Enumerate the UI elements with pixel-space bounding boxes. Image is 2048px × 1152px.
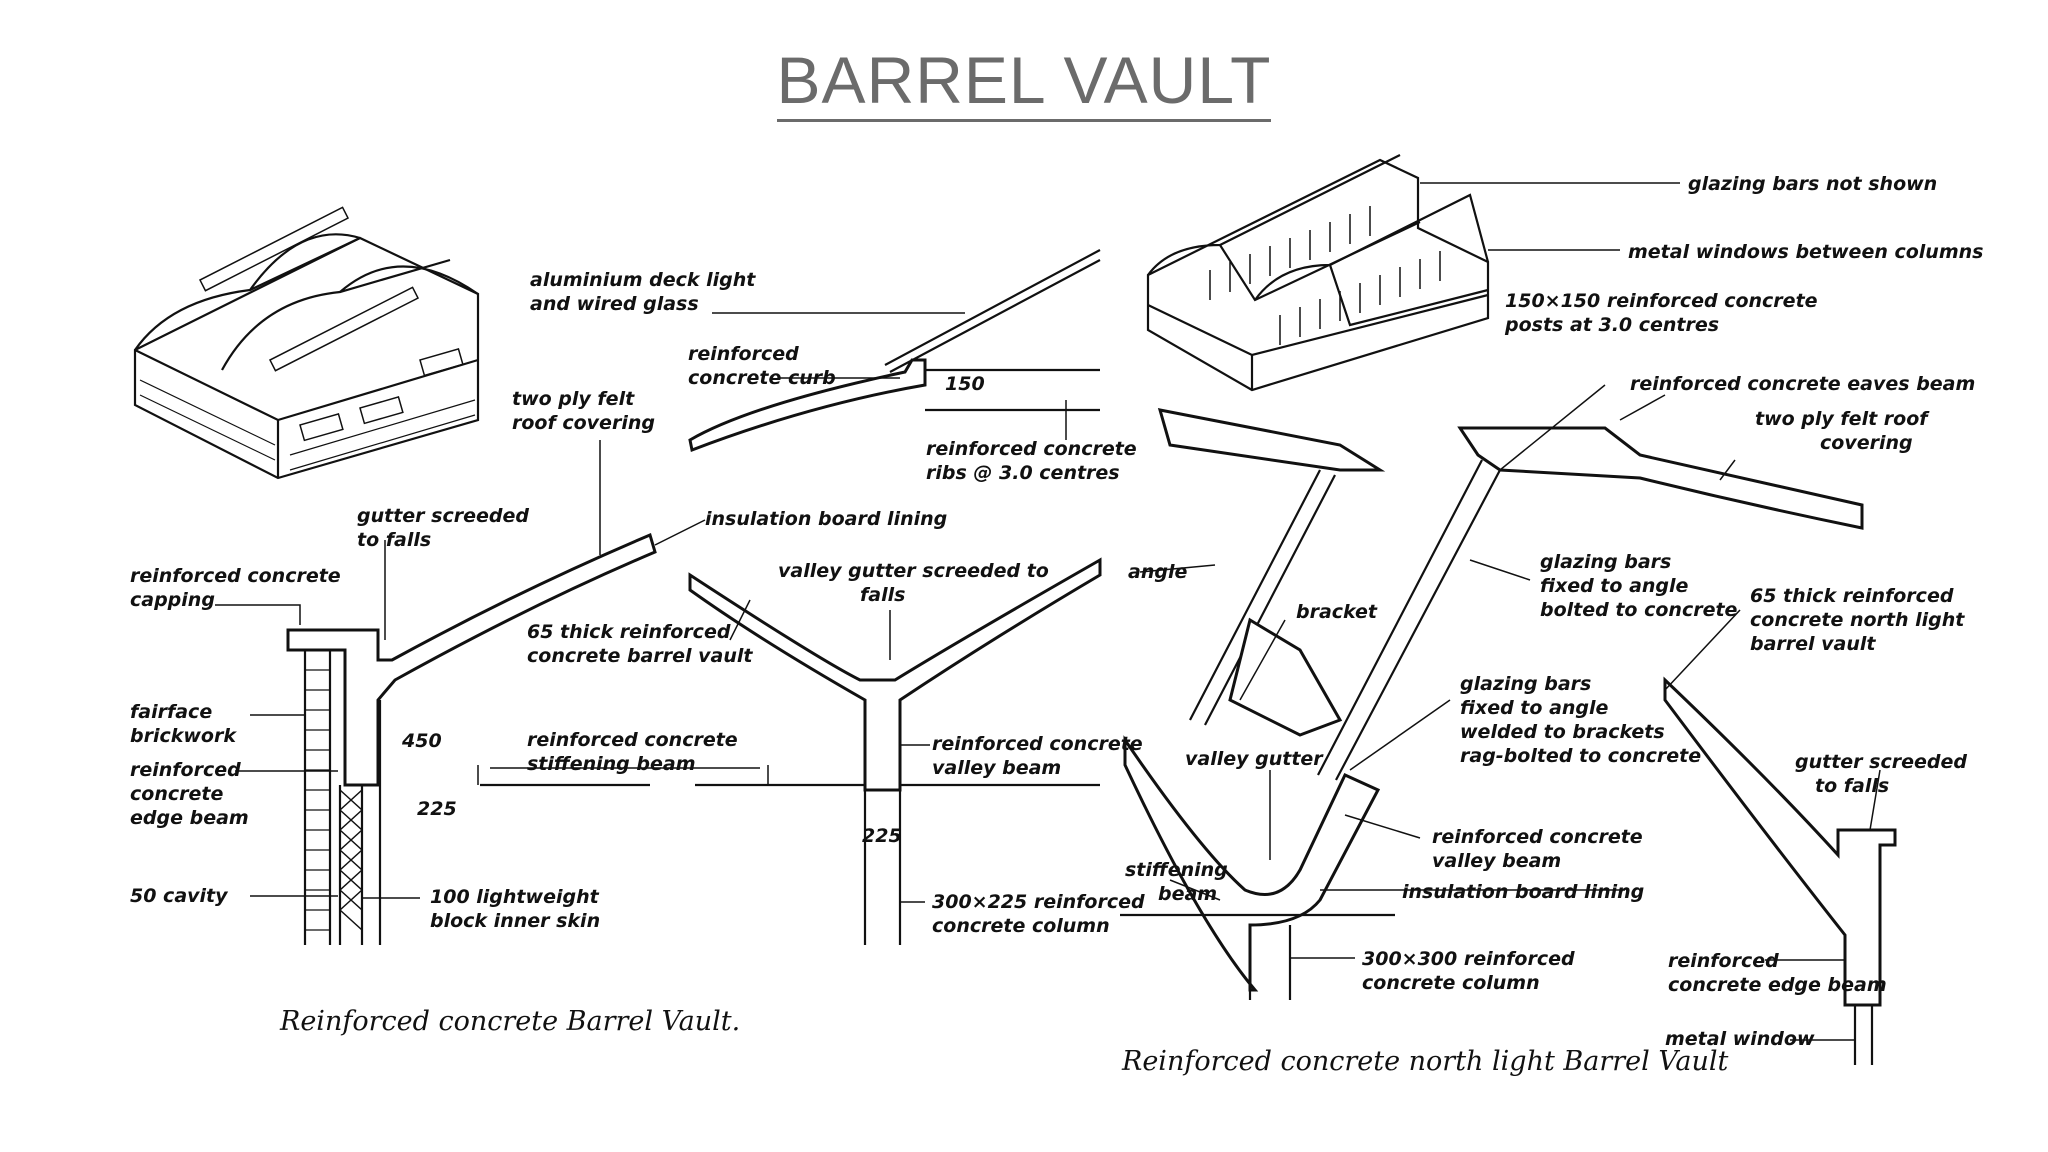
- label-cavity: 50 cavity: [130, 885, 229, 907]
- label-dimension-225-column: 225: [862, 825, 902, 847]
- label-insulation-right: insulation board lining: [1402, 881, 1644, 903]
- page-title-text: BARREL VAULT: [776, 43, 1272, 122]
- right-section-view: [1120, 408, 1897, 1065]
- label-dimension-450: 450: [401, 730, 442, 752]
- leader-lines: [215, 182, 1881, 1041]
- label-angle: angle: [1128, 561, 1187, 583]
- label-dimension-225-wall: 225: [417, 798, 457, 820]
- label-bracket: bracket: [1296, 601, 1378, 623]
- left-diagram-caption: Reinforced concrete Barrel Vault.: [279, 1006, 740, 1037]
- left-isometric-view: [133, 206, 480, 480]
- label-curb-dimension: 150: [945, 373, 985, 395]
- label-glazing-not-shown: glazing bars not shown: [1688, 173, 1937, 195]
- left-section-view: [286, 249, 1102, 945]
- right-diagram-caption: Reinforced concrete north light Barrel V…: [1121, 1046, 1728, 1077]
- label-metal-window: metal window: [1665, 1028, 1815, 1050]
- page-title: BARREL VAULT: [0, 42, 2048, 122]
- label-metal-windows: metal windows between columns: [1628, 241, 1983, 263]
- label-eaves-beam: reinforced concrete eaves beam: [1630, 373, 1975, 395]
- label-valley-gutter-right: valley gutter: [1185, 748, 1324, 770]
- right-isometric-view: [1146, 154, 1490, 392]
- label-insulation: insulation board lining: [705, 508, 947, 530]
